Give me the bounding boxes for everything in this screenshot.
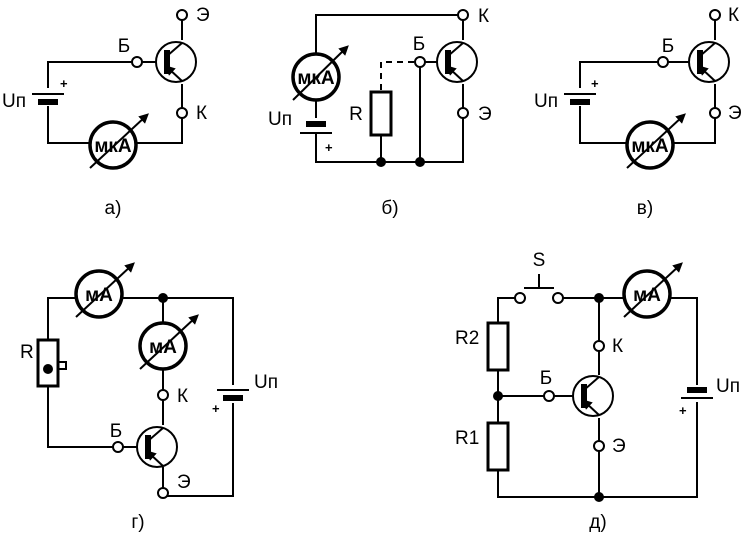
circuit-g-junction-resistor (43, 364, 53, 374)
circuit-a-microammeter (88, 113, 149, 170)
circuit-a-base-label: Б (118, 36, 130, 57)
circuit-a-collector-terminal (176, 107, 188, 119)
circuit-v-wires (579, 20, 716, 144)
circuit-d-resistor-r2 (486, 321, 510, 372)
circuit-a-supply-label: Uп (2, 91, 26, 112)
circuit-g-base-terminal (112, 441, 124, 453)
circuit-d-supply-label: Uп (716, 376, 740, 397)
circuit-b-base-label: Б (413, 34, 425, 55)
circuit-a-meter-label: мкА (94, 136, 132, 157)
circuit-b-dashed-link (380, 61, 414, 92)
circuit-a: мкА Б Э К Uп + а) (2, 5, 210, 219)
circuit-g-transistor (136, 426, 178, 468)
circuit-d-junction-top (594, 293, 604, 303)
circuit-b-wires (315, 14, 464, 163)
circuit-d-emitter-label: Э (612, 436, 626, 457)
circuit-g-plus-sign: + (212, 401, 220, 416)
circuit-d-r1-label: R1 (455, 428, 479, 449)
circuit-a-battery (32, 93, 64, 105)
circuit-d-switch-contact-left (514, 292, 526, 304)
circuit-b-emitter-terminal (457, 107, 469, 119)
circuit-b-collector-terminal (457, 9, 469, 21)
circuit-d-plus-sign: + (679, 403, 687, 418)
circuit-a-caption: а) (105, 198, 122, 219)
circuit-a-transistor (155, 41, 197, 83)
circuit-g-supply-label: Uп (254, 372, 278, 393)
circuit-g-battery (217, 389, 249, 401)
circuit-a-emitter-label: Э (196, 5, 210, 26)
circuit-g-wires (47, 297, 234, 497)
circuit-b-battery (300, 121, 332, 134)
circuit-b: мкА Б К Э R Uп + б) (268, 6, 492, 219)
circuit-d-junction-bottom (594, 492, 604, 502)
circuit-g-emitter-terminal (157, 487, 169, 499)
circuit-d-junction-divider (493, 391, 503, 401)
circuit-v-collector-label: К (728, 5, 739, 26)
circuit-v-collector-terminal (709, 9, 721, 21)
circuit-v-supply-label: Uп (534, 91, 558, 112)
circuit-d-transistor (572, 375, 614, 417)
circuit-d: мА S R2 R1 Б К Э Uп + д) (455, 250, 740, 533)
circuit-g-milliammeter-2 (138, 314, 199, 371)
circuit-g-emitter-label: Э (177, 472, 191, 493)
circuit-d-base-label: Б (540, 368, 552, 389)
circuit-g-resistor-label: R (20, 342, 34, 363)
circuit-b-supply-label: Uп (268, 109, 292, 130)
circuit-v-emitter-label: Э (728, 103, 742, 124)
circuit-g-milliammeter-1 (74, 262, 135, 319)
circuit-d-base-terminal (543, 390, 555, 402)
circuit-b-plus-sign: + (325, 140, 333, 155)
circuit-d-emitter-terminal (593, 440, 605, 452)
circuit-b-emitter-label: Э (478, 104, 492, 125)
circuit-d-switch (524, 274, 554, 289)
circuit-v-battery (564, 93, 596, 105)
circuit-d-collector-label: К (612, 336, 623, 357)
circuit-d-milliammeter (622, 262, 683, 319)
circuit-g-caption: г) (131, 512, 144, 533)
circuit-a-emitter-terminal (176, 9, 188, 21)
circuit-v-emitter-terminal (709, 107, 721, 119)
circuit-g-collector-terminal (157, 389, 169, 401)
circuit-d-switch-contact-right (552, 292, 564, 304)
circuit-b-resistor-label: R (349, 104, 363, 125)
circuit-a-base-terminal (131, 56, 143, 68)
circuit-v-meter-label: мкА (631, 136, 669, 157)
circuit-v-microammeter (625, 113, 686, 170)
circuit-b-collector-label: К (478, 6, 489, 27)
circuit-a-wires (47, 20, 183, 144)
circuit-a-plus-sign: + (60, 76, 68, 91)
circuit-d-resistor-r1 (486, 421, 510, 472)
circuit-d-meter-label: мА (633, 285, 661, 306)
circuit-a-collector-label: К (196, 103, 207, 124)
circuit-g-meter1-label: мА (85, 285, 113, 306)
circuit-d-switch-label: S (533, 250, 546, 271)
circuit-v: мкА Б К Э Uп + в) (534, 5, 742, 219)
circuit-g-collector-label: К (177, 386, 188, 407)
circuit-b-meter-label: мкА (297, 68, 335, 89)
circuit-v-base-terminal (657, 56, 669, 68)
circuit-b-microammeter (291, 45, 349, 102)
circuit-b-caption: б) (381, 198, 398, 219)
circuit-b-junction-1 (376, 157, 386, 167)
circuit-g: мА мА R Б К Э Uп + г) (20, 262, 278, 533)
circuit-v-caption: в) (637, 198, 653, 219)
circuit-d-caption: д) (589, 512, 606, 533)
circuit-b-resistor (369, 90, 393, 137)
circuit-v-transistor (688, 41, 730, 83)
circuit-g-base-label: Б (110, 421, 122, 442)
circuit-d-battery (681, 387, 713, 399)
circuit-g-junction-top (158, 293, 168, 303)
circuit-g-meter2-label: мА (149, 337, 177, 358)
circuit-d-r2-label: R2 (455, 328, 479, 349)
circuit-b-transistor (436, 41, 478, 83)
circuit-v-plus-sign: + (591, 76, 599, 91)
circuit-b-junction-2 (415, 157, 425, 167)
circuit-d-collector-terminal (593, 340, 605, 352)
circuit-g-resistor (36, 338, 60, 388)
circuit-b-base-terminal (414, 56, 426, 68)
circuit-v-base-label: Б (662, 36, 674, 57)
